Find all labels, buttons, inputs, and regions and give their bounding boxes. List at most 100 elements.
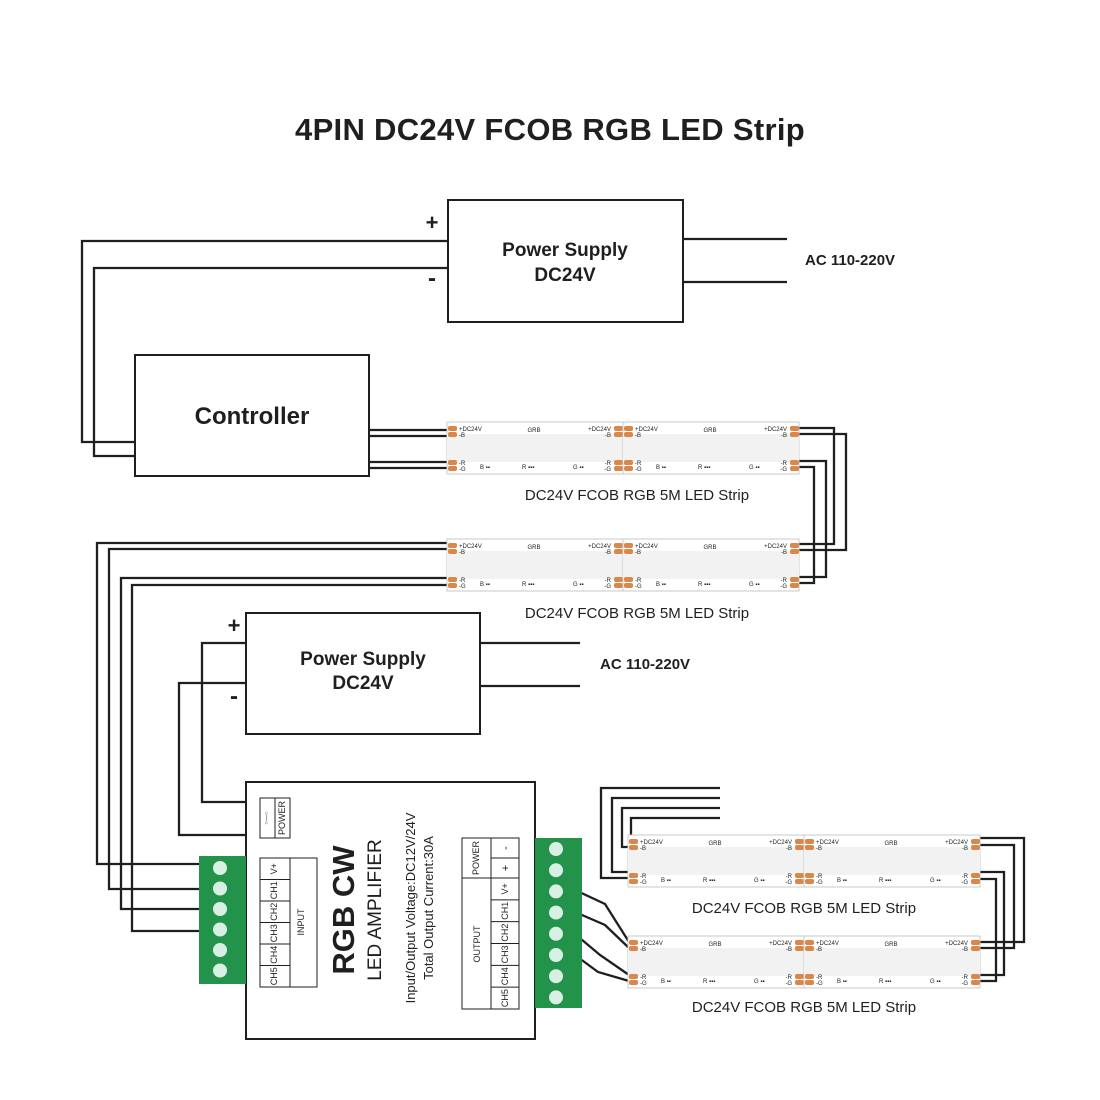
strip-label-dc24v: +DC24V	[640, 941, 663, 947]
input-terminal-screw	[213, 902, 227, 916]
strip-label-r-chips: R ▪▪▪	[703, 878, 715, 884]
solder-pad	[614, 577, 623, 582]
strip-label-r: -R	[459, 461, 466, 467]
strip-label-r: -R	[459, 578, 466, 584]
solder-pad	[448, 577, 457, 582]
amp-input-pin-label: V+	[269, 863, 279, 874]
solder-pad	[790, 549, 799, 554]
strip-label-dc24v: +DC24V	[635, 427, 658, 433]
output-terminal-screw	[549, 905, 563, 920]
strip-label-r: -R	[786, 975, 793, 981]
strip-label-g: -G	[459, 584, 466, 590]
input-terminal-screw	[213, 963, 227, 978]
strip-label-g-chips: G ▪▪	[930, 878, 941, 884]
solder-pad	[448, 543, 457, 548]
amp-output-pin-label: CH2	[500, 924, 510, 942]
strip-label-dc24v: +DC24V	[945, 941, 968, 947]
strip-label-r-chips: R ▪▪▪	[522, 465, 534, 471]
strip-label-b-chips: B ▪▪	[661, 979, 671, 985]
solder-pad	[805, 839, 814, 844]
input-terminal-block	[199, 856, 246, 984]
amp-input-pin-label: CH1	[269, 881, 279, 899]
amp-output-pin-label: CH1	[500, 902, 510, 920]
strip-label-dc24v: +DC24V	[635, 544, 658, 550]
solder-pad	[971, 940, 980, 945]
solder-pad	[790, 426, 799, 431]
strip-label-grb: GRB	[527, 428, 540, 434]
solder-pad	[624, 583, 633, 588]
strip-label-grb: GRB	[884, 942, 897, 948]
solder-pad	[624, 460, 633, 465]
strip-caption: DC24V FCOB RGB 5M LED Strip	[525, 487, 749, 504]
output-terminal-screw	[549, 884, 563, 899]
solder-pad	[971, 974, 980, 979]
strip-label-r-chips: R ▪▪▪	[703, 979, 715, 985]
strip-label-g: -G	[640, 880, 647, 886]
solder-pad	[795, 940, 804, 945]
output-terminal-block	[535, 838, 582, 1008]
strip-label-g: -G	[635, 584, 642, 590]
strip-label-b-chips: B ▪▪	[480, 582, 490, 588]
strip-caption: DC24V FCOB RGB 5M LED Strip	[525, 605, 749, 622]
solder-pad	[614, 549, 623, 554]
strip-label-g: -G	[785, 880, 792, 886]
strip-label-r: -R	[962, 975, 969, 981]
solder-pad	[448, 549, 457, 554]
strip-label-b: -B	[786, 947, 792, 953]
amp-type: LED AMPLIFIER	[365, 839, 386, 981]
strip-label-r: -R	[816, 874, 823, 880]
strip-label-r: -R	[635, 461, 642, 467]
solder-pad	[624, 543, 633, 548]
strip-label-b: -B	[635, 550, 641, 556]
solder-pad	[629, 873, 638, 878]
strip-label-b-chips: B ▪▪	[837, 979, 847, 985]
strip-label-r: -R	[605, 578, 612, 584]
amp-output-pin-label: CH5	[500, 989, 510, 1007]
strip-label-g: -G	[961, 981, 968, 987]
strip-label-r: -R	[781, 578, 788, 584]
solder-pad	[790, 577, 799, 582]
strip-label-g-chips: G ▪▪	[754, 979, 765, 985]
strip-label-grb: GRB	[703, 428, 716, 434]
solder-pad	[971, 845, 980, 850]
strip-label-dc24v: +DC24V	[459, 544, 482, 550]
strip-label-b: -B	[640, 947, 646, 953]
solder-pad	[790, 583, 799, 588]
strip-label-b: -B	[459, 550, 465, 556]
strip-label-dc24v: +DC24V	[945, 840, 968, 846]
solder-pad	[614, 432, 623, 437]
solder-pad	[795, 879, 804, 884]
amp-spec-voltage: Input/Output Voltage:DC12V/24V	[403, 812, 418, 1003]
output-terminal-screw	[549, 969, 563, 984]
strip-label-b-chips: B ▪▪	[661, 878, 671, 884]
strip-label-b: -B	[781, 550, 787, 556]
strip-label-b: -B	[816, 947, 822, 953]
solder-pad	[971, 873, 980, 878]
solder-pad	[614, 583, 623, 588]
output-terminal-screw	[549, 863, 563, 878]
solder-pad	[624, 577, 633, 582]
solder-pad	[971, 946, 980, 951]
amp-input-pin-label: CH4	[269, 946, 279, 964]
amp-output-pin-label: CH4	[500, 967, 510, 985]
strip-label-r-chips: R ▪▪▪	[698, 582, 710, 588]
strip-label-dc24v: +DC24V	[640, 840, 663, 846]
psu-top-plus: +	[426, 210, 439, 235]
strip-label-r: -R	[816, 975, 823, 981]
solder-pad	[805, 946, 814, 951]
strip-label-dc24v: +DC24V	[588, 427, 611, 433]
amp-output-pin-label: V+	[500, 883, 510, 894]
solder-pad	[805, 974, 814, 979]
amp-output-power-minus: -	[500, 846, 512, 850]
solder-pad	[971, 879, 980, 884]
amp-input-pin-label: CH2	[269, 903, 279, 921]
amp-input-pin-label: CH5	[269, 967, 279, 985]
strip-label-b: -B	[635, 433, 641, 439]
strip-label-grb: GRB	[708, 841, 721, 847]
